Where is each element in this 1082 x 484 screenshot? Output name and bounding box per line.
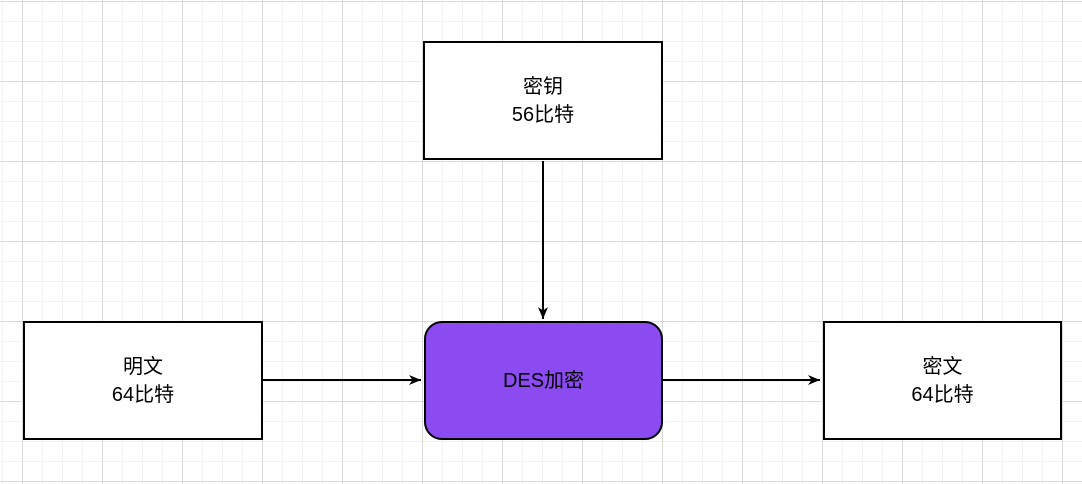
node-plaintext-label-line2: 64比特 [111,383,175,406]
node-plaintext[interactable]: 明文 64比特 [23,321,263,440]
node-ciphertext-label-line2: 64比特 [911,383,974,406]
node-ciphertext[interactable]: 密文 64比特 [823,321,1062,440]
node-key-label-line2: 56比特 [511,103,575,126]
node-plaintext-label-line1: 明文 [123,355,163,378]
node-key[interactable]: 密钥 56比特 [423,41,663,160]
node-des-label: DES加密 [502,369,585,392]
node-key-label-line1: 密钥 [523,75,563,98]
node-des-encrypt[interactable]: DES加密 [424,321,663,440]
node-ciphertext-label-line1: 密文 [922,355,963,378]
